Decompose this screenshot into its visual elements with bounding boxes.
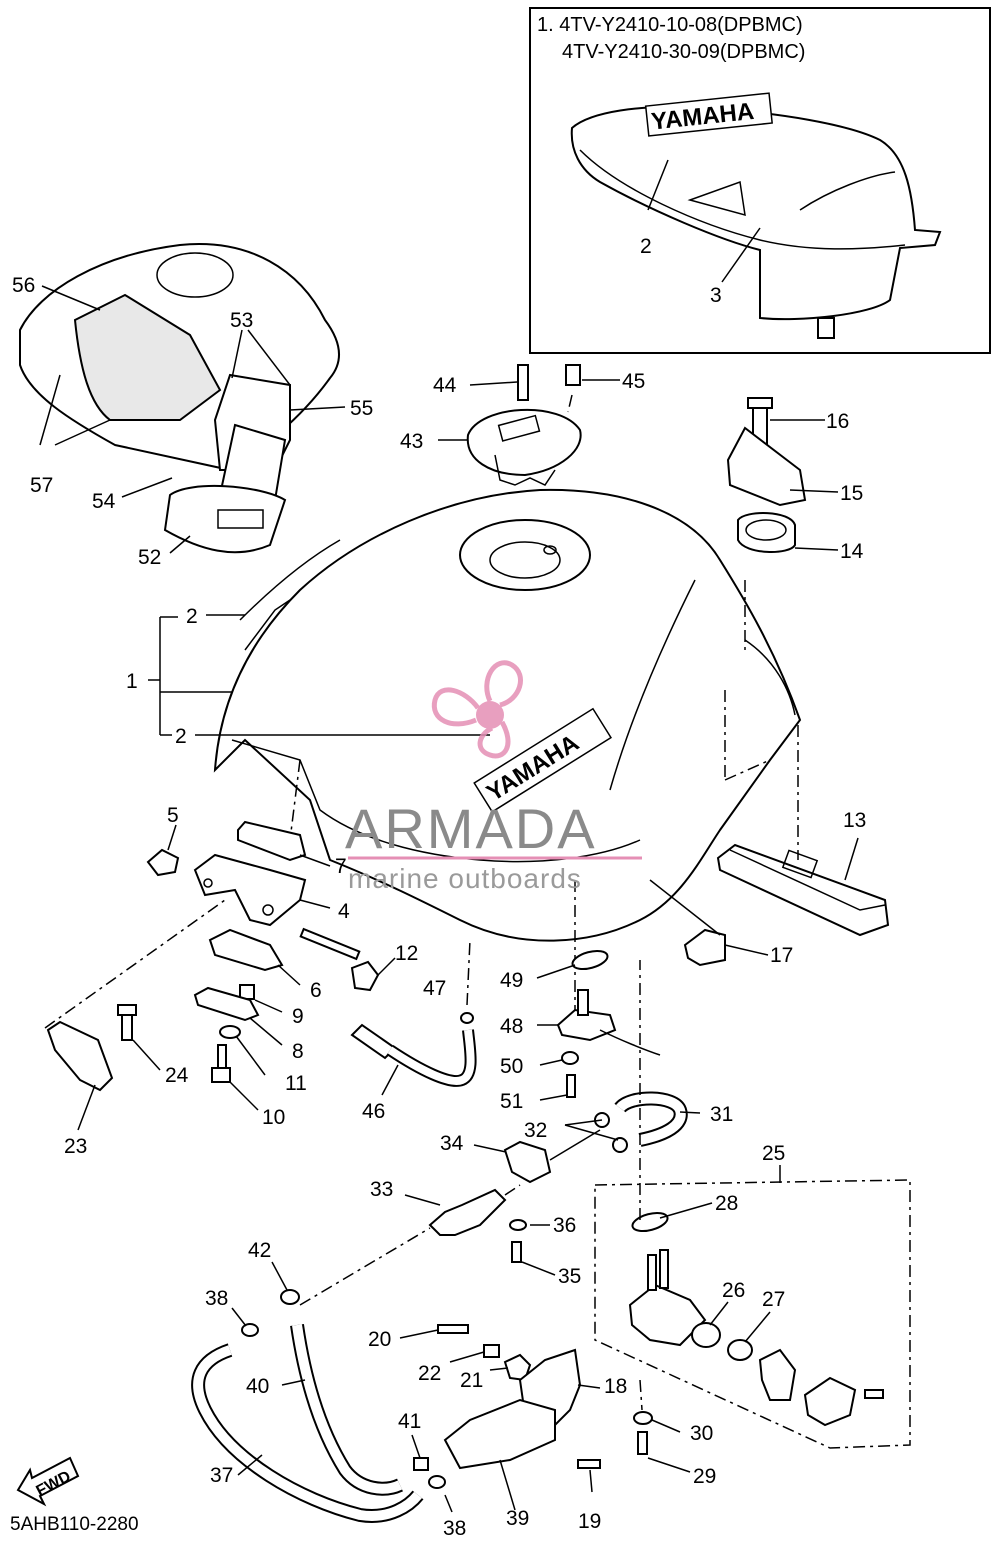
fuel-tank-body: YAMAHA [213, 488, 802, 1010]
callout-54: 54 [92, 490, 116, 513]
right-mounting-parts [649, 397, 890, 967]
diagram-code: 5AHB110-2280 [10, 1514, 139, 1535]
inset-callout-3: 3 [710, 284, 722, 307]
fuel-cap [438, 364, 620, 486]
inset-yamaha-logo: YAMAHA [644, 92, 773, 137]
callout-24: 24 [165, 1064, 189, 1087]
callout-1: 1 [126, 670, 138, 693]
callout-12: 12 [395, 942, 418, 965]
callout-56: 56 [12, 274, 35, 297]
fuel-filter [299, 1184, 521, 1306]
fwd-arrow-icon: FWD [16, 1456, 80, 1507]
callout-2a: 2 [186, 605, 198, 628]
watermark-brand: ARMADA [345, 797, 597, 860]
fuel-hose-and-clamps [473, 1091, 701, 1276]
callout-37: 37 [210, 1464, 233, 1487]
fuel-cock-assembly [594, 960, 911, 1473]
callout-16: 16 [826, 410, 849, 433]
callout-33: 33 [370, 1178, 393, 1201]
callout-21: 21 [460, 1369, 483, 1392]
callout-43: 43 [400, 430, 423, 453]
callout-29: 29 [693, 1465, 716, 1488]
callout-30: 30 [690, 1422, 713, 1445]
callout-53: 53 [230, 309, 253, 332]
callout-55: 55 [350, 397, 373, 420]
callout-14: 14 [840, 540, 864, 563]
callout-38b: 38 [443, 1517, 466, 1540]
callout-28: 28 [715, 1192, 738, 1215]
callout-6: 6 [310, 979, 322, 1002]
callout-57: 57 [30, 474, 53, 497]
callout-10: 10 [262, 1106, 285, 1129]
fuel-pump-assembly [399, 1324, 601, 1511]
callout-36: 36 [553, 1214, 576, 1237]
callout-19: 19 [578, 1510, 601, 1533]
callout-42: 42 [248, 1239, 271, 1262]
callout-41: 41 [398, 1410, 421, 1433]
callout-7: 7 [335, 855, 347, 878]
callout-17: 17 [770, 944, 793, 967]
callout-39: 39 [506, 1507, 529, 1530]
callout-20: 20 [368, 1328, 391, 1351]
callout-15: 15 [840, 482, 863, 505]
callout-26: 26 [722, 1279, 745, 1302]
tank-callout-bracket [148, 614, 490, 736]
callout-32: 32 [524, 1119, 547, 1142]
fuel-level-sensor [536, 949, 661, 1101]
callout-11: 11 [285, 1072, 307, 1095]
callout-31: 31 [710, 1103, 733, 1126]
callout-46: 46 [362, 1100, 385, 1123]
propeller-logo-icon [431, 660, 523, 759]
callout-25: 25 [762, 1142, 785, 1165]
inset-part-number-1: 1. 4TV-Y2410-10-08(DPBMC) [537, 14, 803, 36]
callout-34: 34 [440, 1132, 464, 1155]
callout-44: 44 [433, 374, 457, 397]
left-bracket-parts [44, 820, 396, 1131]
callout-45: 45 [622, 370, 645, 393]
callout-27: 27 [762, 1288, 785, 1311]
watermark-tagline: marine outboards [348, 863, 582, 894]
callout-48: 48 [500, 1015, 523, 1038]
callout-5: 5 [167, 804, 179, 827]
callout-47: 47 [423, 977, 446, 1000]
callout-4: 4 [338, 900, 350, 923]
callout-23: 23 [64, 1135, 87, 1158]
inset-panel: 1. 4TV-Y2410-10-08(DPBMC) 4TV-Y2410-30-0… [529, 7, 991, 354]
callout-52: 52 [138, 546, 161, 569]
callout-35: 35 [558, 1265, 581, 1288]
callout-40: 40 [246, 1375, 269, 1398]
callout-18: 18 [604, 1375, 627, 1398]
callout-51: 51 [500, 1090, 523, 1113]
inset-part-number-2: 4TV-Y2410-30-09(DPBMC) [562, 41, 805, 63]
callout-49: 49 [500, 969, 523, 992]
breather-hose [350, 939, 477, 1096]
callout-13: 13 [843, 809, 866, 832]
callout-50: 50 [500, 1055, 523, 1078]
fuel-hoses-lower [191, 1261, 453, 1523]
inset-callout-2: 2 [640, 235, 652, 258]
callout-9: 9 [292, 1005, 304, 1028]
callout-8: 8 [292, 1040, 304, 1063]
armada-watermark: ARMADA marine outboards [345, 660, 642, 894]
callout-2b: 2 [175, 725, 187, 748]
callout-38a: 38 [205, 1287, 228, 1310]
tank-cover-assembly [19, 243, 346, 554]
callout-labels: 56 53 55 57 54 52 44 45 43 16 15 14 2 1 … [12, 274, 866, 1540]
callout-22: 22 [418, 1362, 441, 1385]
